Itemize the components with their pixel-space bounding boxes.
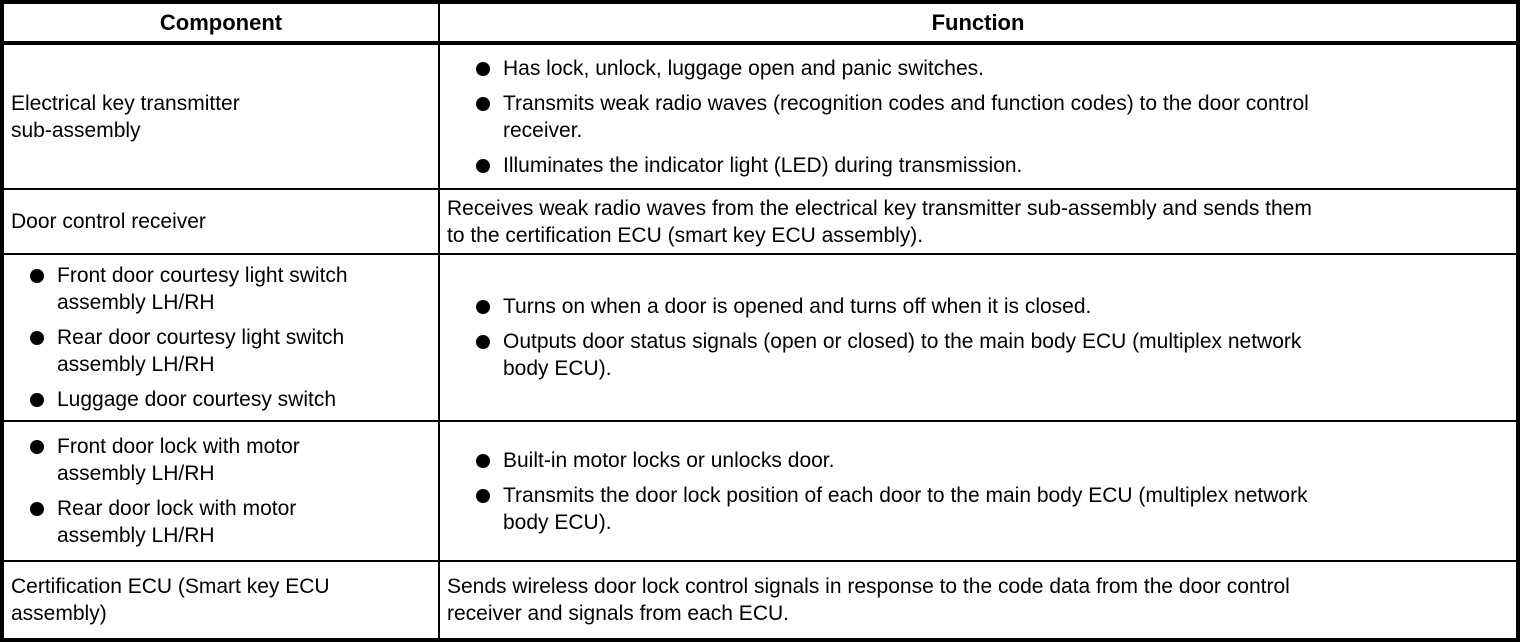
bullet-icon: [476, 335, 490, 349]
list-item-text: Illuminates the indicator light (LED) du…: [503, 153, 1023, 177]
function-cell: Has lock, unlock, luggage open and panic…: [438, 45, 1516, 188]
list-item: Built-in motor locks or unlocks door.: [440, 447, 1516, 474]
bullet-icon: [30, 440, 44, 454]
list-item: Front door lock with motor assembly LH/R…: [4, 433, 438, 487]
function-bullet-list: Has lock, unlock, luggage open and panic…: [440, 55, 1516, 179]
bullet-icon: [30, 393, 44, 407]
function-text: Sends wireless door lock control signals…: [447, 575, 1290, 625]
bullet-icon: [30, 269, 44, 283]
component-cell: Door control receiver: [4, 190, 438, 253]
component-column-header: Component: [159, 9, 283, 35]
bullet-icon: [476, 158, 490, 173]
function-cell: Built-in motor locks or unlocks door. Tr…: [438, 422, 1516, 560]
header-cell-function: Function: [438, 4, 1516, 41]
list-item-text: Transmits the door lock position of each…: [503, 483, 1308, 534]
bullet-icon: [476, 453, 490, 468]
list-item-text: Outputs door status signals (open or clo…: [503, 330, 1302, 380]
component-text: Door control receiver: [11, 210, 206, 233]
list-item: Transmits the door lock position of each…: [440, 482, 1516, 536]
list-item-text: Built-in motor locks or unlocks door.: [503, 448, 835, 472]
function-column-header: Function: [931, 9, 1025, 35]
function-text: Receives weak radio waves from the elect…: [447, 196, 1312, 247]
list-item-text: Has lock, unlock, luggage open and panic…: [503, 56, 984, 80]
list-item-text: Turns on when a door is opened and turns…: [503, 295, 1092, 318]
list-item: Turns on when a door is opened and turns…: [440, 293, 1516, 320]
bullet-icon: [476, 300, 490, 314]
function-bullet-list: Turns on when a door is opened and turns…: [440, 293, 1516, 382]
bullet-icon: [476, 488, 490, 503]
list-item: Luggage door courtesy switch: [4, 386, 438, 413]
component-bullet-list: Front door lock with motor assembly LH/R…: [4, 433, 438, 549]
list-item-text: Front door lock with motor assembly LH/R…: [57, 435, 300, 485]
list-item: Illuminates the indicator light (LED) du…: [440, 152, 1516, 179]
function-cell: Receives weak radio waves from the elect…: [438, 190, 1516, 253]
function-cell: Turns on when a door is opened and turns…: [438, 255, 1516, 420]
table-row: Electrical key transmitter sub-assembly …: [4, 45, 1516, 190]
table-row: Front door lock with motor assembly LH/R…: [4, 422, 1516, 562]
bullet-icon: [30, 502, 44, 516]
bullet-icon: [476, 61, 490, 76]
table-row: Front door courtesy light switch assembl…: [4, 255, 1516, 422]
component-text: Certification ECU (Smart key ECU assembl…: [11, 575, 330, 625]
list-item-text: Luggage door courtesy switch: [57, 388, 336, 411]
component-text: Electrical key transmitter sub-assembly: [11, 91, 240, 142]
component-cell: Front door courtesy light switch assembl…: [4, 255, 438, 420]
function-bullet-list: Built-in motor locks or unlocks door. Tr…: [440, 447, 1516, 536]
bullet-icon: [476, 96, 490, 111]
component-cell: Certification ECU (Smart key ECU assembl…: [4, 562, 438, 638]
component-cell: Electrical key transmitter sub-assembly: [4, 45, 438, 188]
list-item: Outputs door status signals (open or clo…: [440, 328, 1516, 382]
list-item-text: Front door courtesy light switch assembl…: [57, 264, 348, 314]
list-item: Rear door courtesy light switch assembly…: [4, 324, 438, 378]
bullet-icon: [30, 331, 44, 345]
table-header-row: Component Function: [4, 4, 1516, 45]
list-item-text: Rear door lock with motor assembly LH/RH: [57, 497, 297, 547]
component-bullet-list: Front door courtesy light switch assembl…: [4, 262, 438, 413]
table-row: Door control receiver Receives weak radi…: [4, 190, 1516, 255]
header-cell-component: Component: [4, 4, 438, 41]
list-item: Has lock, unlock, luggage open and panic…: [440, 55, 1516, 82]
list-item-text: Rear door courtesy light switch assembly…: [57, 326, 345, 376]
list-item: Transmits weak radio waves (recognition …: [440, 90, 1516, 144]
list-item: Rear door lock with motor assembly LH/RH: [4, 495, 438, 549]
table-row: Certification ECU (Smart key ECU assembl…: [4, 562, 1516, 638]
component-cell: Front door lock with motor assembly LH/R…: [4, 422, 438, 560]
list-item-text: Transmits weak radio waves (recognition …: [503, 91, 1309, 142]
function-cell: Sends wireless door lock control signals…: [438, 562, 1516, 638]
list-item: Front door courtesy light switch assembl…: [4, 262, 438, 316]
